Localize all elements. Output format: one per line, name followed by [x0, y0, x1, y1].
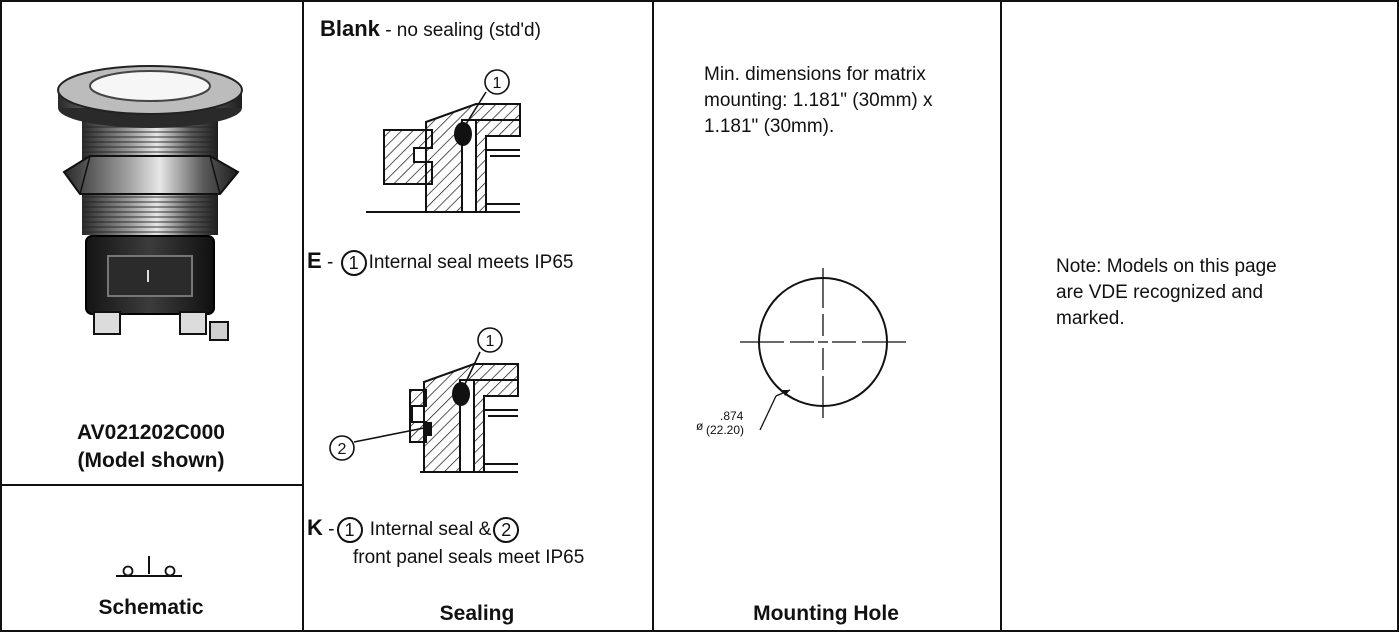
sealing-e-description: Internal seal meets IP65 — [368, 252, 574, 273]
sealing-e-separator: - — [321, 252, 339, 273]
callout-1-icon: 1 — [340, 249, 367, 276]
sealing-k-separator: - — [322, 519, 335, 540]
pushbutton-switch-photo — [57, 65, 243, 341]
sealing-k-option: K -1 Internal seal &2 — [307, 515, 521, 543]
row-divider — [0, 484, 302, 486]
dimension-inch-value: .874 — [720, 409, 744, 423]
sealing-blank-description: - no sealing (std'd) — [379, 20, 541, 41]
sealing-blank-code: Blank — [320, 16, 380, 41]
mounting-text-line2: mounting: 1.181" (30mm) x — [704, 90, 933, 111]
mounting-hole-heading: Mounting Hole — [753, 602, 899, 625]
sealing-callout-1: 1 — [493, 75, 502, 92]
sealing-k-description-b: front panel seals meet IP65 — [353, 547, 585, 568]
sealing-e-code: E — [307, 248, 322, 273]
sealing-heading: Sealing — [439, 602, 515, 625]
dimension-mm-value: (22.20) — [706, 423, 744, 437]
column-divider — [302, 0, 304, 632]
sealing-diagram-internal: 1 — [366, 69, 521, 213]
sealing-k-code: K — [307, 515, 323, 540]
dimension-diameter-symbol: ø — [696, 419, 704, 433]
sealing-k-description-a: Internal seal & — [364, 519, 492, 540]
column-divider — [652, 0, 654, 632]
note-line3: marked. — [1056, 308, 1125, 329]
note-line1: Note: Models on this page — [1056, 256, 1277, 277]
schematic-symbol — [116, 556, 182, 577]
sealing-callout-1: 1 — [486, 333, 495, 350]
callout-1-icon: 1 — [336, 516, 363, 543]
schematic-heading: Schematic — [98, 596, 204, 619]
model-part-number: AV021202C000 — [77, 421, 225, 444]
sealing-blank-option: Blank - no sealing (std'd) — [320, 16, 541, 42]
callout-2-icon: 2 — [493, 516, 520, 543]
sealing-diagram-front-panel: 1 2 — [329, 327, 519, 473]
sealing-callout-2: 2 — [338, 441, 347, 458]
mounting-hole-diagram: ø ø .874 (22.20) — [696, 268, 906, 437]
note-line2: are VDE recognized and — [1056, 282, 1264, 303]
mounting-text-line1: Min. dimensions for matrix — [704, 64, 926, 85]
mounting-text-line3: 1.181" (30mm). — [704, 116, 835, 137]
column-divider — [1000, 0, 1002, 632]
model-caption: (Model shown) — [77, 449, 225, 472]
